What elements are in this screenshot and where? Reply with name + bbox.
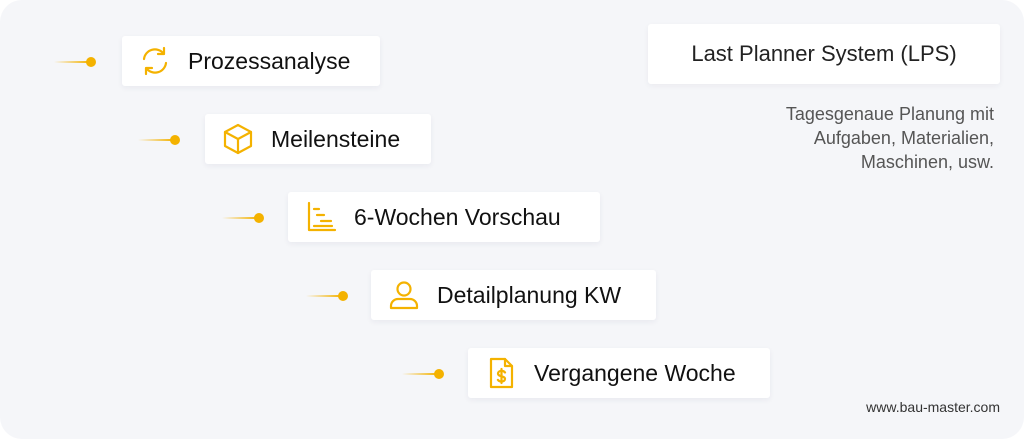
lps-description-line: Tagesgenaue Planung mit <box>785 104 994 124</box>
step-label: Meilensteine <box>271 125 401 152</box>
step-card: Meilensteine <box>205 114 431 164</box>
step-card: 6-Wochen Vorschau <box>288 192 600 242</box>
step-card: Prozessanalyse <box>122 36 380 86</box>
step-card: Detailplanung KW <box>371 270 656 320</box>
step-card: Vergangene Woche <box>468 348 770 398</box>
lps-title-box: Last Planner System (LPS) <box>648 24 1000 84</box>
website-url: www.bau-master.com <box>866 399 1000 415</box>
step-label: Vergangene Woche <box>534 359 736 386</box>
connector-dot <box>338 291 348 301</box>
invoice-dollar-icon <box>484 356 518 390</box>
refresh-icon <box>138 44 172 78</box>
connector-dot <box>254 213 264 223</box>
connector-dot <box>434 369 444 379</box>
lps-title: Last Planner System (LPS) <box>691 41 957 66</box>
box-icon <box>221 122 255 156</box>
step-label: 6-Wochen Vorschau <box>354 203 561 230</box>
user-icon <box>387 278 421 312</box>
connector-dot <box>170 135 180 145</box>
lps-description: Tagesgenaue Planung mit Aufgaben, Materi… <box>674 102 994 174</box>
lps-description-line: Maschinen, usw. <box>860 152 994 172</box>
gantt-chart-icon <box>304 200 338 234</box>
connector-dot <box>86 57 96 67</box>
lps-description-line: Aufgaben, Materialien, <box>813 128 994 148</box>
step-label: Prozessanalyse <box>188 47 351 74</box>
step-label: Detailplanung KW <box>437 281 622 308</box>
